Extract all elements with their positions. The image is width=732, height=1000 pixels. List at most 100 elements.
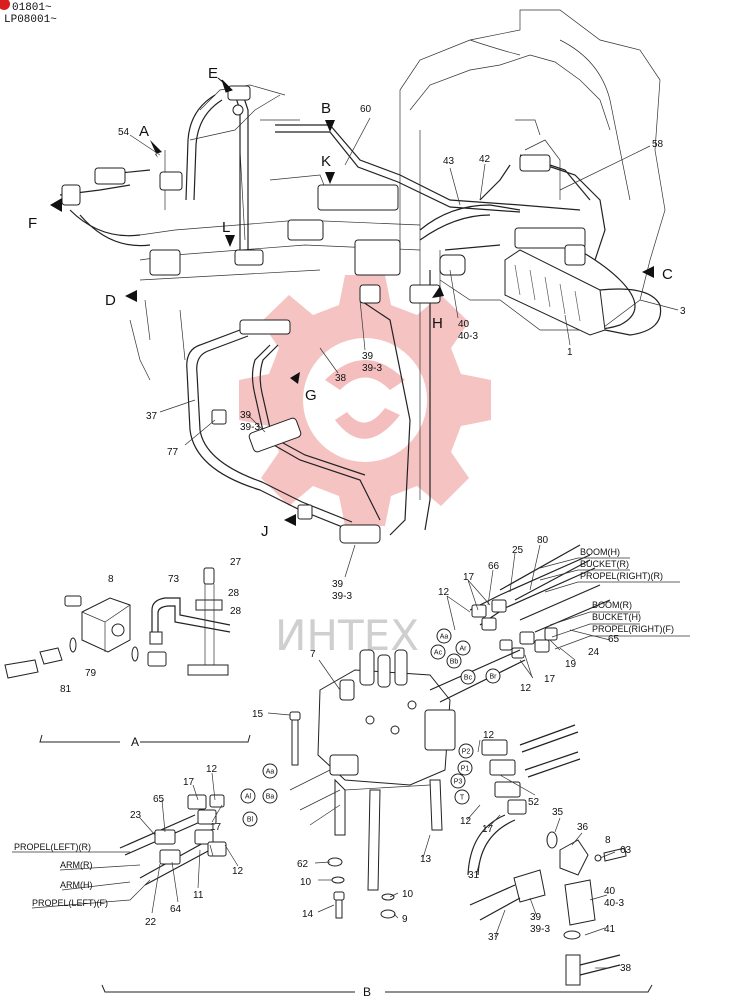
callout-39-3-b: 39-3 [240, 422, 260, 433]
callout-19: 19 [565, 659, 577, 670]
label-bucket-r: BUCKET(R) [580, 559, 629, 569]
port-labels: Aa Ac Ar Bb Bc Br Aa Ba Al Bl P2 P1 P3 T [240, 628, 501, 827]
callout-37: 37 [146, 411, 158, 422]
callout-28-a: 79 [85, 668, 97, 679]
port-p1: P1 [457, 760, 473, 776]
port-aa-top: Aa [436, 628, 452, 644]
label-propel-right-f: PROPEL(RIGHT)(F) [592, 624, 674, 634]
port-br: Br [485, 668, 501, 684]
view-letter-k: K [321, 153, 331, 170]
watermark-gear-logo [239, 275, 491, 526]
view-letter-d: D [105, 292, 116, 309]
label-bucket-h: BUCKET(H) [592, 612, 641, 622]
callout-80-a: 73 [168, 574, 180, 585]
callout-39-a: 39 [362, 351, 374, 362]
callout-62: 62 [297, 859, 309, 870]
label-propel-left-r: PROPEL(LEFT)(R) [14, 842, 91, 852]
callout-71: 27 [230, 557, 242, 568]
callout-12-c: 12 [483, 730, 495, 741]
return-pipes [186, 270, 431, 541]
callout-3: 3 [680, 306, 686, 317]
callout-12-e: 12 [232, 866, 244, 877]
serial-badge [0, 0, 10, 10]
callout-39-3-a: 39-3 [362, 363, 382, 374]
callout-73: 28 [230, 606, 242, 617]
port-al: Al [240, 788, 256, 804]
callout-66: 66 [488, 561, 500, 572]
svg-text:Aa: Aa [440, 634, 449, 641]
detail-b: B [101, 984, 653, 999]
callout-65-a: 65 [608, 634, 620, 645]
label-arm-r: ARM(R) [60, 860, 93, 870]
callout-12-f: 12 [206, 764, 218, 775]
control-valve [289, 649, 456, 891]
callout-40: 40 [458, 319, 470, 330]
callout-65-b: 65 [153, 794, 165, 805]
watermark-text: ИНТЕХ [275, 611, 419, 660]
callout-1: 1 [567, 347, 573, 358]
svg-text:P1: P1 [461, 766, 470, 773]
callout-54: 54 [118, 127, 130, 138]
svg-text:Br: Br [490, 674, 498, 681]
view-letter-l: L [222, 219, 230, 236]
svg-text:Bl: Bl [247, 817, 254, 824]
callout-11: 11 [193, 890, 204, 901]
callout-9: 9 [402, 914, 408, 925]
callout-17-b: 17 [544, 674, 556, 685]
port-aa-left: Aa [262, 763, 278, 779]
leader-lines-lower [139, 544, 616, 969]
leader-lines-upper [129, 117, 679, 578]
callout-36: 36 [577, 822, 589, 833]
port-t: T [454, 789, 470, 805]
port-ar: Ar [455, 640, 471, 656]
svg-text:Al: Al [245, 794, 252, 801]
callout-24: 24 [588, 647, 600, 658]
callout-27: 81 [60, 684, 72, 695]
callout-39-c: 39 [332, 579, 344, 590]
svg-text:Aa: Aa [266, 769, 275, 776]
callout-41: 41 [604, 924, 616, 935]
callout-10-b: 10 [402, 889, 414, 900]
callout-35: 35 [552, 807, 564, 818]
callout-22: 22 [145, 917, 157, 928]
svg-text:Ac: Ac [434, 650, 443, 657]
callout-25: 25 [512, 545, 524, 556]
view-letter-b: B [321, 100, 331, 117]
view-arrows [50, 77, 654, 526]
label-arm-h: ARM(H) [60, 880, 93, 890]
port-fittings-right [429, 544, 627, 986]
function-labels-left: PROPEL(LEFT)(R) ARM(R) ARM(H) PROPEL(LEF… [12, 794, 227, 909]
callout-17-a: 17 [463, 572, 475, 583]
detail-a-label: A [131, 735, 139, 749]
callout-17-e: 17 [183, 777, 195, 788]
view-letter-f: F [28, 215, 37, 232]
callout-38-b: 38 [620, 963, 632, 974]
fittings-upper [61, 85, 586, 544]
detail-a: A 8 73 27 28 28 81 79 [4, 557, 251, 749]
svg-text:P3: P3 [454, 779, 463, 786]
callout-31: 31 [468, 870, 480, 881]
detail-b-label: B [363, 985, 371, 999]
callout-58: 58 [652, 139, 664, 150]
callout-23: 23 [130, 810, 142, 821]
serial-number-range: 01801~ LP08001~ [0, 0, 57, 26]
callout-78: 8 [108, 574, 114, 585]
port-p2: P2 [458, 743, 474, 759]
function-labels-right: BOOM(H) BUCKET(R) PROPEL(RIGHT)(R) BOOM(… [539, 547, 690, 650]
callout-43: 43 [443, 156, 455, 167]
callout-39-b: 39 [240, 410, 252, 421]
port-ba: Ba [262, 788, 278, 804]
valve-frame-outline [129, 84, 421, 381]
callout-60: 60 [360, 104, 372, 115]
callout-39-3-d: 39-3 [530, 924, 550, 935]
callouts-upper: 54 60 58 43 42 3 1 40 40-3 39 39-3 38 37… [118, 104, 686, 602]
port-ac: Ac [430, 644, 446, 660]
svg-text:Bc: Bc [464, 675, 473, 682]
port-bc: Bc [460, 669, 476, 685]
callout-12-d: 12 [460, 816, 472, 827]
callout-15: 15 [252, 709, 264, 720]
view-letters: E A B K F L D H G J C [28, 65, 673, 540]
port-bb: Bb [446, 653, 462, 669]
serial-line-1: 01801~ [12, 2, 52, 14]
